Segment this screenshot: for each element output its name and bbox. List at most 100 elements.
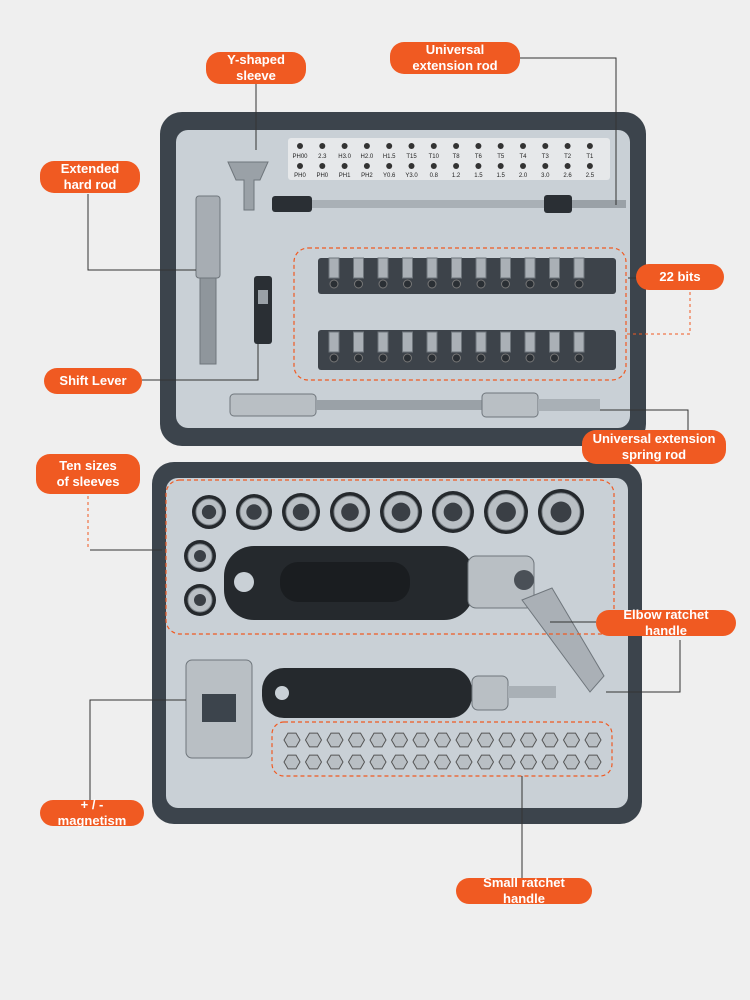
label-22-bits: 22 bits <box>636 264 724 290</box>
bit-slot <box>427 279 437 289</box>
bit <box>377 257 389 279</box>
bit <box>402 331 413 353</box>
bit-slot <box>403 353 412 363</box>
hex-bit <box>369 732 387 748</box>
bit-code-top: H3.0 <box>338 154 351 160</box>
hex-bit <box>412 732 430 748</box>
bit-symbol-icon <box>542 143 549 149</box>
leader-lines <box>87 57 689 878</box>
bit-code-bottom: Y3.0 <box>405 173 418 179</box>
bit-symbol-icon <box>453 143 460 149</box>
bit-code-top: T5 <box>497 154 505 160</box>
hex-bits-group <box>283 732 602 770</box>
bit-slot <box>550 279 559 289</box>
bit <box>426 257 438 279</box>
bit-slot <box>378 279 388 289</box>
bit-slot <box>574 353 584 363</box>
bit-code-bottom: 1.2 <box>452 173 461 179</box>
hex-bit <box>412 754 430 770</box>
socket-hole <box>443 502 463 522</box>
small-ratchet-handle <box>262 668 556 718</box>
hex-bit <box>283 754 301 770</box>
bit-code-bottom: 3.0 <box>541 173 550 179</box>
bit-slot <box>452 279 461 289</box>
bit-symbol-icon <box>430 163 437 169</box>
bits-group <box>328 257 585 363</box>
socket-hole <box>341 503 359 521</box>
bit-code-top: T8 <box>453 154 461 160</box>
hex-bit <box>541 732 559 748</box>
hex-bit <box>304 754 323 770</box>
bit-code-strip <box>288 138 610 180</box>
bit <box>475 257 487 279</box>
label-spring-rod: Universal extension spring rod <box>582 430 726 464</box>
shift-lever-tool <box>254 276 272 344</box>
bit <box>451 257 462 279</box>
bit-code-bottom: 2.0 <box>519 173 528 179</box>
socket-hole <box>292 503 310 521</box>
hex-bit <box>476 732 495 748</box>
bit-code-bottom: PH2 <box>361 173 373 179</box>
bit <box>475 331 487 353</box>
socket-hole <box>496 502 516 522</box>
hex-bit <box>455 732 473 748</box>
bit-code-bottom: PH0 <box>316 173 328 179</box>
socket-hole <box>391 502 411 522</box>
bit <box>524 331 536 353</box>
bit-symbol-icon <box>363 143 370 149</box>
hex-bit <box>498 732 516 748</box>
bit-code-bottom: PH1 <box>339 173 351 179</box>
bit-slot <box>329 353 339 363</box>
bit <box>549 257 560 279</box>
label-magnetism: + / - magnetism <box>40 797 144 828</box>
hex-bit <box>476 754 495 770</box>
bit-slot <box>452 353 461 363</box>
bit-symbol-icon <box>586 163 593 169</box>
orange-leaders <box>87 292 691 550</box>
hex-bit <box>584 754 602 770</box>
hex-bit <box>433 754 452 770</box>
bit <box>353 331 364 353</box>
bit-code-top: PH00 <box>292 154 308 160</box>
highlight-boxes <box>165 247 627 777</box>
bit <box>426 331 438 353</box>
hard-rod <box>195 195 221 365</box>
bit-symbol-icon <box>341 163 348 169</box>
label-y-sleeve: Y-shaped sleeve <box>206 52 306 84</box>
bit <box>549 331 560 353</box>
bit <box>402 257 413 279</box>
bit-slot <box>476 353 486 363</box>
bit-code-top: T6 <box>475 154 483 160</box>
bit-holder-row-1 <box>318 258 616 294</box>
bit-symbol-icon <box>363 163 370 169</box>
bit <box>451 331 462 353</box>
bit-code-bottom: Y0.6 <box>383 173 396 179</box>
socket-hole <box>550 501 572 523</box>
hex-bit <box>326 732 344 748</box>
bit-symbol-icon <box>297 163 303 169</box>
socket-hole <box>246 504 262 520</box>
bit <box>500 257 511 279</box>
bit <box>573 257 585 279</box>
bit-code-marks: PH00PH02.3PH0H3.0PH1H2.0PH2H1.5Y0.6T15Y3… <box>292 143 595 179</box>
bit <box>573 331 585 353</box>
bit-symbol-icon <box>386 143 393 149</box>
bit-code-bottom: 1.5 <box>497 173 506 179</box>
extension-rod <box>272 195 626 213</box>
bit-slot <box>378 353 388 363</box>
bit <box>524 257 536 279</box>
bit-slot <box>354 279 363 289</box>
socket-hole <box>194 594 206 606</box>
hex-bit <box>369 754 387 770</box>
hex-bit <box>347 754 366 770</box>
bit-code-top: T1 <box>586 154 594 160</box>
bit-symbol-icon <box>319 143 326 149</box>
bit <box>500 331 511 353</box>
hex-bit <box>304 732 323 748</box>
bit-symbol-icon <box>497 143 504 149</box>
bit-symbol-icon <box>297 143 303 149</box>
hex-bit <box>390 732 409 748</box>
bit-code-top: 2.3 <box>318 154 327 160</box>
bit-slot <box>427 353 437 363</box>
hex-bit <box>519 732 538 748</box>
